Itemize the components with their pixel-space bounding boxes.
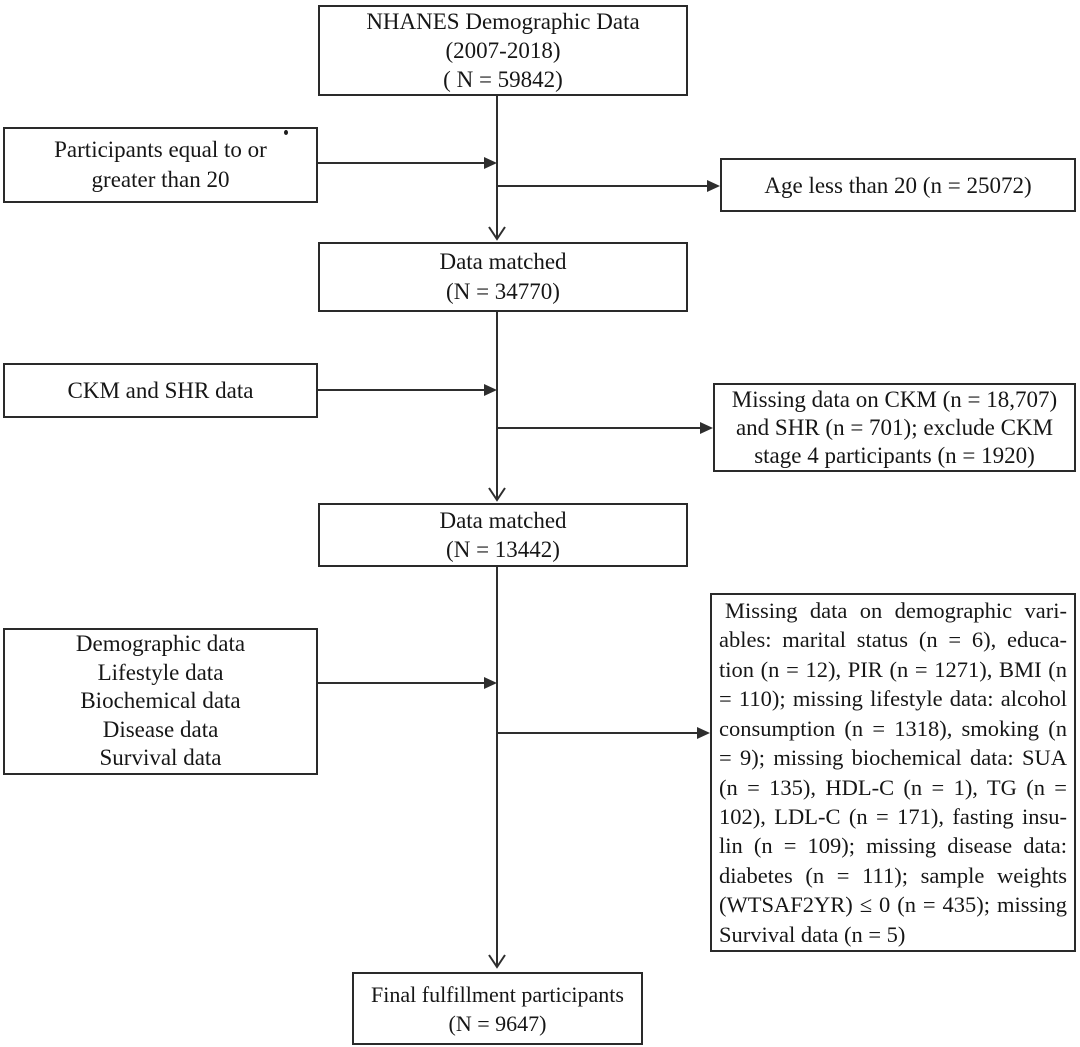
box-excluded-covariates-line: Missing data on demographic vari-	[725, 598, 1067, 624]
box-excluded-ckm-line: and SHR (n = 701); exclude CKM	[735, 414, 1054, 440]
arrowhead-right-excluded-age	[707, 180, 720, 192]
box-excluded-covariates-line: ables: marital status (n = 6), educa-	[719, 627, 1067, 653]
box-criteria-covariates-line: Disease data	[102, 716, 219, 742]
arrowhead-right-excluded-covariates	[697, 727, 710, 739]
box-excluded-age: Age less than 20 (n = 25072)	[720, 158, 1076, 212]
box-final: Final fulfillment participants (N = 9647…	[352, 972, 643, 1045]
box-excluded-covariates-line: (WTSAF2YR) ≤ 0 (n = 435); missing	[719, 892, 1067, 918]
box-source-line: (2007-2018)	[445, 38, 561, 63]
arrowhead-down-final	[488, 954, 506, 969]
box-excluded-covariates-line: (n = 135), HDL-C (n = 1), TG (n =	[719, 774, 1067, 800]
box-excluded-covariates-line: lin (n = 109); missing disease data:	[719, 833, 1067, 859]
box-matched-2-line: Data matched	[439, 508, 567, 533]
box-criteria-age-line: Participants equal to or	[54, 137, 267, 162]
ink-dot-artifact	[284, 130, 288, 135]
box-matched-2-line: (N = 13442)	[446, 537, 560, 562]
box-final-line: Final fulfillment participants	[371, 981, 624, 1007]
arrowhead-right-criteria-ckm	[484, 384, 497, 396]
box-criteria-covariates-line: Biochemical data	[80, 688, 241, 714]
box-source-line: NHANES Demographic Data	[366, 9, 640, 34]
arrowhead-down-matched2	[488, 487, 506, 502]
arrowhead-right-excluded-ckm	[700, 422, 713, 434]
box-matched-1-line: Data matched	[439, 249, 567, 274]
box-excluded-covariates: Missing data on demographic vari- ables:…	[710, 593, 1076, 952]
box-excluded-covariates-line: tion (n = 12), PIR (n = 1271), BMI (n	[719, 656, 1067, 682]
box-criteria-age: Participants equal to or greater than 20	[3, 127, 318, 203]
box-excluded-covariates-line: = 9); missing biochemical data: SUA	[719, 745, 1067, 771]
box-criteria-ckm: CKM and SHR data	[3, 363, 318, 418]
box-excluded-covariates-line: = 110); missing lifestyle data: alcohol	[719, 686, 1067, 712]
box-matched-2: Data matched (N = 13442)	[318, 503, 688, 567]
box-criteria-age-line: greater than 20	[91, 167, 230, 192]
box-criteria-covariates-line: Demographic data	[75, 631, 246, 657]
box-excluded-covariates-line: Survival data (n = 5)	[719, 921, 906, 947]
box-matched-1: Data matched (N = 34770)	[318, 242, 688, 312]
box-excluded-age-line: Age less than 20 (n = 25072)	[764, 172, 1032, 198]
box-excluded-covariates-line: consumption (n = 1318), smoking (n	[719, 715, 1067, 741]
arrowhead-down-matched1	[488, 226, 506, 241]
box-final-line: (N = 9647)	[448, 1010, 547, 1036]
box-excluded-covariates-line: 102), LDL-C (n = 171), fasting insu-	[719, 803, 1067, 829]
box-source-line: ( N = 59842)	[443, 67, 563, 92]
box-excluded-ckm-line: Missing data on CKM (n = 18,707)	[731, 386, 1058, 412]
arrowhead-right-criteria-age	[484, 157, 497, 169]
box-excluded-ckm: Missing data on CKM (n = 18,707) and SHR…	[713, 383, 1076, 472]
box-criteria-covariates-line: Survival data	[99, 745, 222, 771]
box-criteria-ckm-line: CKM and SHR data	[67, 378, 254, 403]
box-source: NHANES Demographic Data (2007-2018) ( N …	[318, 5, 688, 96]
box-criteria-covariates-line: Lifestyle data	[97, 659, 224, 685]
box-excluded-ckm-line: stage 4 participants (n = 1920)	[754, 442, 1035, 468]
box-criteria-covariates: Demographic data Lifestyle data Biochemi…	[3, 628, 318, 775]
box-matched-1-line: (N = 34770)	[446, 279, 560, 304]
box-excluded-covariates-line: diabetes (n = 111); sample weights	[719, 862, 1067, 888]
arrowhead-right-criteria-covariates	[484, 677, 497, 689]
